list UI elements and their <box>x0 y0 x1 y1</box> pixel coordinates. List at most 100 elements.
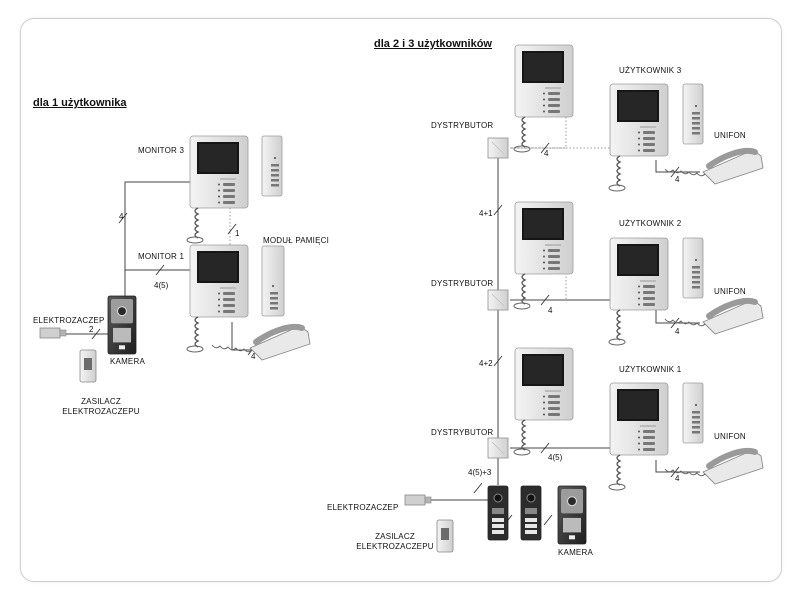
monitor-button <box>223 292 235 295</box>
wire-label-bot-dist: 4(5) <box>548 453 563 462</box>
panel-button <box>692 271 700 274</box>
user3-handset <box>664 148 764 185</box>
camera-call-button <box>569 535 575 540</box>
handset-cord <box>664 318 706 327</box>
left-handset <box>211 324 311 361</box>
wire-label-camera-bus: 4(5)+3 <box>468 468 492 477</box>
monitor-button <box>548 407 560 410</box>
unifon-bot-label: UNIFON <box>714 432 746 441</box>
strip-lens <box>493 493 503 503</box>
monitor-button <box>643 448 655 451</box>
monitor-button <box>643 131 655 134</box>
monitor-led <box>638 430 640 433</box>
wire-camera-to-monitor3 <box>124 181 190 300</box>
coiled-cord <box>616 155 622 187</box>
strip-call-button <box>525 524 537 528</box>
strip-grille <box>492 508 504 514</box>
monitor-button <box>548 267 560 270</box>
wire-tick <box>493 204 503 216</box>
lock-body <box>404 494 426 506</box>
wire-label-camera: 4(5) <box>154 281 169 290</box>
psu-label-plate <box>84 358 92 370</box>
distributor-bot-device <box>487 437 509 459</box>
monitor-screen-inner <box>199 253 237 281</box>
module-button <box>270 307 278 310</box>
panel-button <box>692 281 700 284</box>
left-psu-label-2: ELEKTROZACZEPU <box>62 407 140 416</box>
module-button <box>270 297 278 300</box>
monitor-button <box>548 395 560 398</box>
distributor-mark <box>491 293 505 307</box>
monitor-button <box>548 401 560 404</box>
monitor-button <box>548 98 560 101</box>
wire-label-monitor3: 4 <box>119 212 124 221</box>
cord-loop <box>513 302 531 310</box>
monitor-led <box>543 98 545 101</box>
monitor-button <box>548 413 560 416</box>
left-electric-lock-label: ELEKTROZACZEP <box>33 316 105 325</box>
monitor-screen-inner <box>619 391 657 419</box>
camera-call-button <box>119 345 125 350</box>
user2-unifon-panel <box>682 237 704 299</box>
monitor-led <box>543 110 545 113</box>
wire-label-mid-dist: 4 <box>548 306 553 315</box>
user2-handset <box>664 298 764 335</box>
user1-monitor <box>609 382 669 456</box>
panel-button <box>692 127 700 130</box>
panel-button <box>271 164 279 167</box>
cord-loop <box>608 184 626 192</box>
panel-button <box>692 276 700 279</box>
user2-second-monitor <box>514 201 574 275</box>
right-section-title: dla 2 i 3 użytkowników <box>374 38 492 50</box>
panel-button <box>271 169 279 172</box>
monitor-led <box>638 143 640 146</box>
monitor3-device <box>189 135 249 209</box>
monitor-brand <box>545 87 561 89</box>
monitor-button <box>643 137 655 140</box>
camera-speaker-grille <box>113 327 131 343</box>
monitor-brand <box>545 390 561 392</box>
panel-button <box>692 117 700 120</box>
coiled-cord <box>616 309 622 341</box>
left-camera-label: KAMERA <box>110 357 145 366</box>
monitor-led <box>218 183 220 186</box>
coiled-cord <box>194 316 200 348</box>
user1-second-monitor <box>514 347 574 421</box>
coiled-cord <box>616 454 622 486</box>
psu-label-plate <box>441 528 449 540</box>
distributor-mid-label: DYSTRYBUTOR <box>431 279 494 288</box>
monitor-led <box>543 413 545 416</box>
coiled-cord <box>521 116 527 148</box>
monitor-led <box>543 395 545 398</box>
coiled-cord <box>521 419 527 451</box>
left-electric-lock <box>39 327 67 339</box>
lock-body <box>39 327 61 339</box>
handset-receiver <box>706 148 758 169</box>
panel-led <box>695 404 697 406</box>
monitor-led <box>543 401 545 404</box>
monitor-led <box>638 137 640 140</box>
wire-tick <box>543 514 553 526</box>
wire-label-4plus1: 4+1 <box>479 209 493 218</box>
monitor-button <box>643 143 655 146</box>
handset-receiver <box>253 324 305 345</box>
wire-tick <box>118 212 128 224</box>
monitor-button <box>223 189 235 192</box>
monitor-led <box>218 304 220 307</box>
monitor-brand <box>640 425 656 427</box>
wire-tick <box>493 355 503 367</box>
strip-call-button <box>492 518 504 522</box>
monitor-led <box>218 189 220 192</box>
monitor-screen-inner <box>619 246 657 274</box>
right-electric-lock <box>404 494 432 506</box>
monitor-brand <box>545 244 561 246</box>
monitor-button <box>643 297 655 300</box>
monitor-screen-inner <box>524 356 562 384</box>
user2-monitor <box>609 237 669 311</box>
handset-receiver <box>706 448 758 469</box>
user2-label: UŻYTKOWNIK 2 <box>619 219 682 228</box>
user1-monitor-cord <box>608 454 626 491</box>
monitor-led <box>638 131 640 134</box>
wire-tick <box>227 223 237 235</box>
panel-led <box>695 105 697 107</box>
